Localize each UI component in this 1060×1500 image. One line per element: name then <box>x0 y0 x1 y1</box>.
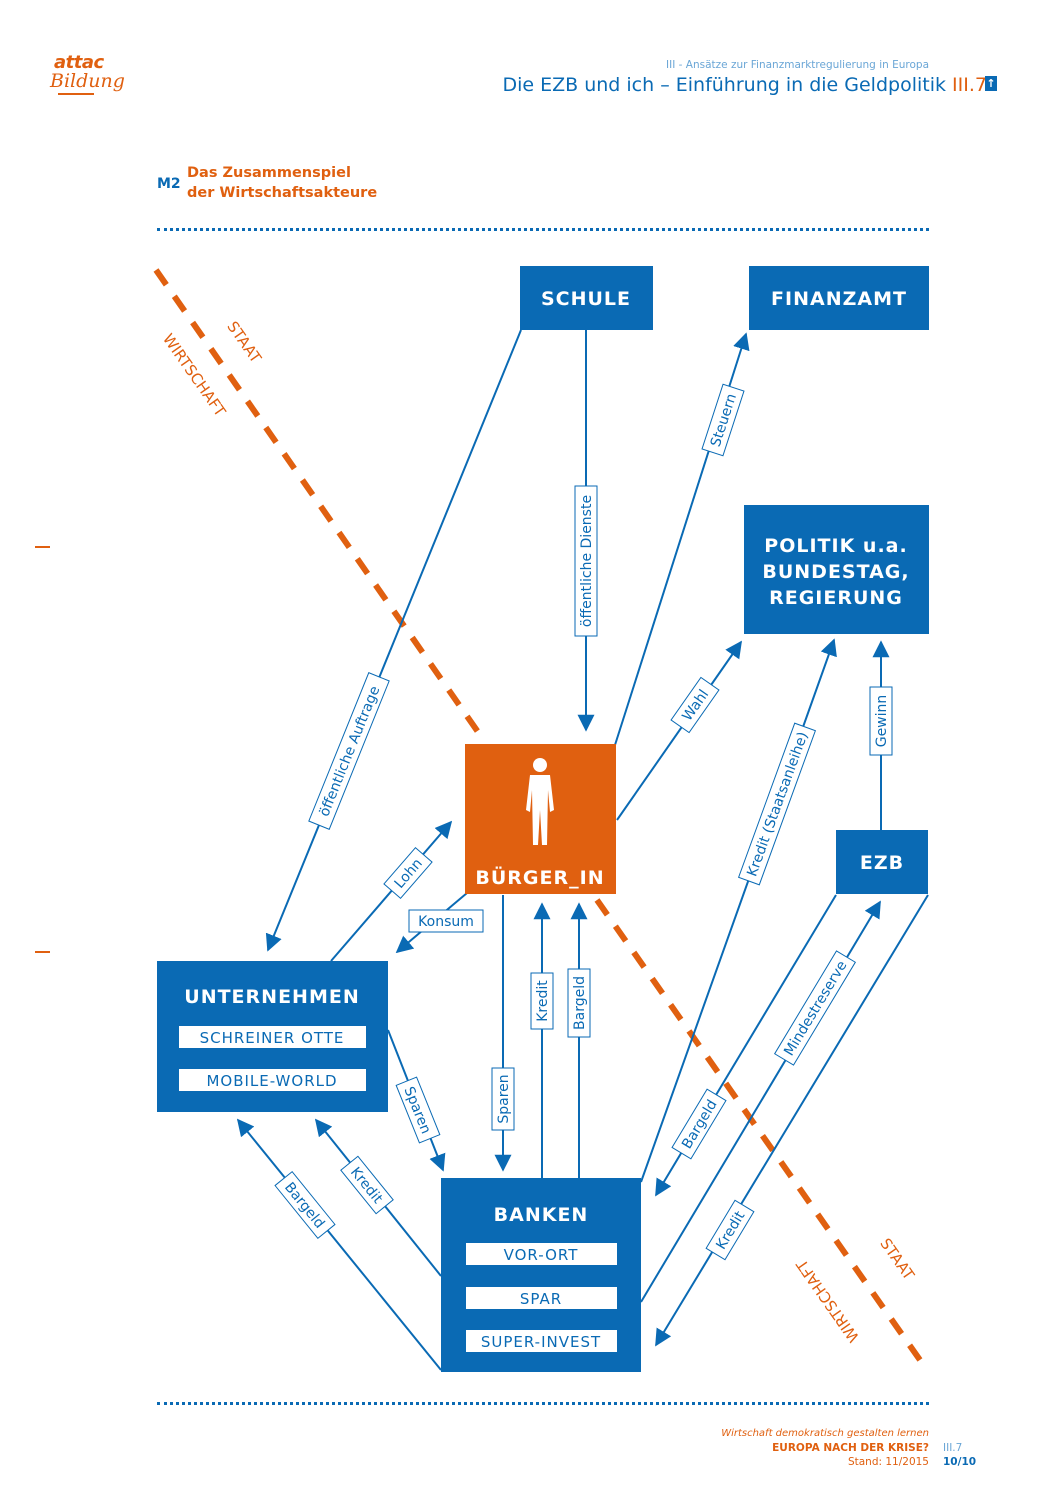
svg-text:Gewinn: Gewinn <box>874 695 890 748</box>
person-icon <box>526 758 554 845</box>
header-subtitle: III - Ansätze zur Finanzmarktregulierung… <box>666 59 929 71</box>
svg-text:POLITIK u.a.: POLITIK u.a. <box>764 535 907 557</box>
flow-label-oeffentliche-dienste: öffentliche Dienste <box>574 485 598 637</box>
flow-label-kredit-buerger: Kredit <box>530 972 554 1030</box>
flow-bargeld-unternehmen <box>236 1118 442 1371</box>
svg-text:SCHULE: SCHULE <box>541 288 631 310</box>
flow-label-konsum: Konsum <box>408 909 484 933</box>
flow-label-bargeld-unternehmen: Bargeld <box>274 1170 336 1240</box>
svg-text:Sparen: Sparen <box>496 1074 512 1123</box>
flow-wahl <box>616 640 742 821</box>
flow-label-sparen-unternehmen: Sparen <box>395 1076 441 1144</box>
svg-text:öffentliche Dienste: öffentliche Dienste <box>579 495 595 627</box>
node-banken: BANKEN VOR-ORT SPAR SUPER-INVEST <box>441 1178 641 1372</box>
logo-attac: attac <box>54 52 104 73</box>
node-schule: SCHULE <box>520 266 653 330</box>
member-schreiner-otte: SCHREINER OTTE <box>200 1029 345 1047</box>
node-unternehmen: UNTERNEHMEN SCHREINER OTTE MOBILE-WORLD <box>157 961 388 1112</box>
svg-text:UNTERNEHMEN: UNTERNEHMEN <box>184 986 359 1008</box>
flow-label-gewinn: Gewinn <box>869 686 893 756</box>
footer-series: Wirtschaft demokratisch gestalten lernen <box>721 1428 929 1439</box>
node-buerger: BÜRGER_IN <box>465 744 616 894</box>
header-section-number: III.7 <box>952 74 987 96</box>
flow-label-kredit-staatsanleihe: Kredit (Staatsanleihe) <box>737 722 817 886</box>
header-title: Die EZB und ich – Einführung in die Geld… <box>502 74 987 96</box>
node-politik: POLITIK u.a. BUNDESTAG, REGIERUNG <box>744 505 929 634</box>
flow-label-kredit-unternehmen: Kredit <box>340 1155 394 1215</box>
material-code: M2 <box>157 176 181 192</box>
svg-text:öffentliche Auftrage: öffentliche Auftrage <box>316 684 383 819</box>
svg-text:Bargeld: Bargeld <box>572 976 588 1030</box>
member-spar: SPAR <box>520 1290 562 1308</box>
material-title-line2: der Wirtschaftsakteure <box>187 185 378 201</box>
flow-label-steuern: Steuern <box>701 383 745 457</box>
material-title-line1: Das Zusammenspiel <box>187 165 351 181</box>
flow-kredit-staatsanleihe <box>640 638 837 1183</box>
footer-volume: EUROPA NACH DER KRISE? <box>772 1442 929 1454</box>
svg-text:BUNDESTAG,: BUNDESTAG, <box>762 561 909 583</box>
label-staat-top: STAAT <box>223 318 265 367</box>
material-title: Das Zusammenspiel der Wirtschaftsakteure <box>187 163 377 203</box>
boundary-line-lower <box>594 898 930 1372</box>
boundary-line-upper <box>153 268 488 744</box>
flow-lohn <box>330 820 453 962</box>
member-super-invest: SUPER-INVEST <box>481 1333 601 1351</box>
svg-text:FINANZAMT: FINANZAMT <box>771 288 907 310</box>
header-title-text: Die EZB und ich – Einführung in die Geld… <box>502 74 946 96</box>
flow-label-bargeld-ezb: Bargeld <box>671 1088 727 1160</box>
margin-mark-top <box>35 546 50 548</box>
svg-text:REGIERUNG: REGIERUNG <box>769 587 903 609</box>
logo-bildung: Bildung <box>50 70 125 92</box>
svg-text:Konsum: Konsum <box>418 914 474 930</box>
footer-date: Stand: 11/2015 <box>847 1456 929 1468</box>
margin-mark-bottom <box>35 951 50 953</box>
svg-text:BÜRGER_IN: BÜRGER_IN <box>475 865 604 889</box>
arrow-up-icon[interactable]: ↑ <box>985 76 997 91</box>
flow-label-lohn: Lohn <box>383 846 433 900</box>
flow-kredit-ezb <box>655 894 929 1347</box>
bottom-divider <box>157 1402 929 1405</box>
footer-section: III.7 <box>943 1442 963 1454</box>
flow-label-sparen-buerger: Sparen <box>491 1067 515 1131</box>
label-staat-bottom: STAAT <box>876 1235 918 1284</box>
footer-page-number: 10/10 <box>943 1456 977 1468</box>
logo-underline <box>58 93 94 95</box>
node-finanzamt: FINANZAMT <box>749 266 929 330</box>
svg-text:Kredit: Kredit <box>535 980 551 1022</box>
flow-label-mindestreserve: Mindestreserve <box>773 950 857 1066</box>
svg-text:EZB: EZB <box>860 852 904 874</box>
label-wirtschaft-top: WIRTSCHAFT <box>159 330 230 420</box>
node-ezb: EZB <box>836 830 928 894</box>
svg-text:Mindestreserve: Mindestreserve <box>781 958 850 1059</box>
flow-label-bargeld-buerger: Bargeld <box>567 968 591 1038</box>
flow-oeffentliche-auftraege <box>265 329 522 952</box>
member-mobile-world: MOBILE-WORLD <box>206 1072 337 1090</box>
flow-label-wahl: Wahl <box>670 676 720 734</box>
member-vor-ort: VOR-ORT <box>504 1246 579 1264</box>
flow-label-oeffentliche-auftraege: öffentliche Auftrage <box>308 672 390 830</box>
top-divider <box>157 228 929 231</box>
svg-text:BANKEN: BANKEN <box>494 1204 589 1226</box>
flow-label-kredit-ezb: Kredit <box>705 1199 755 1261</box>
svg-text:Kredit (Staatsanleihe): Kredit (Staatsanleihe) <box>744 730 811 879</box>
